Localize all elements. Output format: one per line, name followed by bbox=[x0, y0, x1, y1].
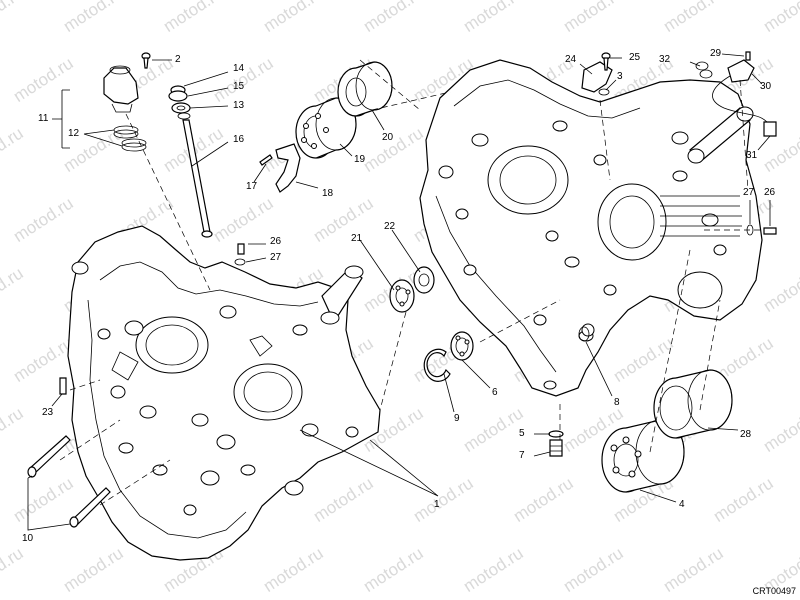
callout-25: 25 bbox=[629, 52, 641, 63]
callout-11: 11 bbox=[38, 113, 49, 124]
callout-19: 19 bbox=[354, 154, 366, 165]
callout-18: 18 bbox=[322, 188, 334, 199]
callout-20: 20 bbox=[382, 132, 394, 143]
part-9-circlip bbox=[423, 348, 451, 382]
part-17-18-pin-clip bbox=[259, 143, 301, 193]
callout-14: 14 bbox=[233, 63, 245, 74]
part-21-bearing bbox=[389, 279, 415, 313]
part-25-bolt bbox=[601, 52, 611, 71]
callout-6: 6 bbox=[492, 387, 498, 398]
part-19-bearing bbox=[295, 97, 357, 159]
callout-27-left: 27 bbox=[270, 252, 282, 263]
callout-31: 31 bbox=[746, 150, 758, 161]
callout-17: 17 bbox=[246, 181, 258, 192]
callout-16: 16 bbox=[233, 134, 245, 145]
callout-4: 4 bbox=[679, 499, 685, 510]
part-16-rod bbox=[182, 119, 213, 238]
callout-29: 29 bbox=[710, 48, 722, 59]
part-22-washer bbox=[413, 266, 435, 294]
callout-9: 9 bbox=[454, 413, 460, 424]
part-12-o-rings bbox=[113, 125, 147, 152]
part-20-bearing bbox=[337, 61, 393, 117]
callout-32: 32 bbox=[659, 54, 671, 65]
callout-13: 13 bbox=[233, 100, 245, 111]
callout-22: 22 bbox=[384, 221, 396, 232]
alignment-lines bbox=[59, 59, 760, 506]
callout-7: 7 bbox=[519, 450, 525, 461]
callout-24: 24 bbox=[565, 54, 577, 65]
part-10-bolts bbox=[27, 435, 111, 528]
part-23-dowel bbox=[59, 377, 67, 395]
callout-3: 3 bbox=[617, 71, 623, 82]
callout-26-right: 26 bbox=[764, 187, 776, 198]
part-3-washer bbox=[598, 88, 610, 96]
part-5-7-plug bbox=[548, 430, 564, 457]
callout-2: 2 bbox=[175, 54, 181, 65]
part-14-15-13-seal-stack bbox=[168, 85, 191, 120]
leader-lines bbox=[27, 53, 771, 531]
callout-27-right: 27 bbox=[743, 187, 755, 198]
part-2-screw bbox=[141, 52, 151, 69]
part-4-bearing bbox=[601, 419, 685, 493]
callout-21: 21 bbox=[351, 233, 363, 244]
part-6-needle-bearing bbox=[450, 331, 474, 361]
part-8-o-ring bbox=[578, 326, 590, 342]
callout-15: 15 bbox=[233, 81, 245, 92]
right-crankcase-half bbox=[419, 59, 763, 397]
callout-8: 8 bbox=[614, 397, 620, 408]
callout-12: 12 bbox=[68, 128, 80, 139]
callout-26-left: 26 bbox=[270, 236, 282, 247]
part-11-breather-cap bbox=[103, 65, 139, 113]
callout-30: 30 bbox=[760, 81, 772, 92]
part-29-30-31-32-sensor bbox=[695, 51, 777, 137]
part-28-liner bbox=[653, 369, 733, 439]
callout-5: 5 bbox=[519, 428, 525, 439]
callout-23: 23 bbox=[42, 407, 54, 418]
part-26-27-left bbox=[234, 243, 246, 266]
callout-1: 1 bbox=[434, 499, 440, 510]
callout-28: 28 bbox=[740, 429, 752, 440]
left-crankcase-half bbox=[67, 225, 381, 561]
callout-10: 10 bbox=[22, 533, 34, 544]
drawing-code: CRT00497 bbox=[752, 586, 796, 596]
